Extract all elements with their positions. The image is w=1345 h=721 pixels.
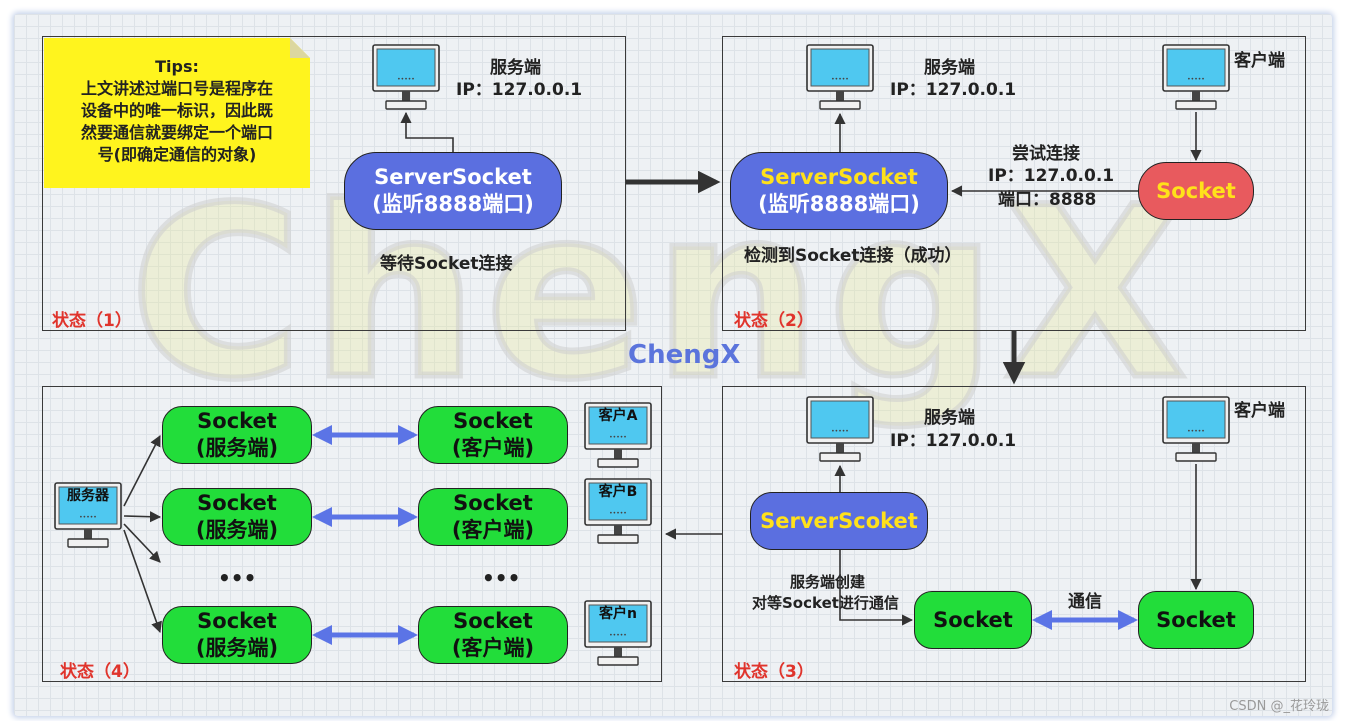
socket-name: Socket (197, 409, 277, 433)
socket-role: (客户端) (451, 636, 535, 660)
server-socket-listen: (监听8888端口) (372, 192, 534, 216)
tips-title: Tips: (155, 57, 199, 76)
create-note-line-2: 对等Socket进行通信 (752, 594, 899, 612)
client-socket-name: Socket (1156, 607, 1236, 632)
server-ip: IP：127.0.0.1 (890, 431, 1017, 451)
svg-text:•••••: ••••• (1187, 428, 1205, 435)
svg-text:•••••: ••••• (79, 514, 97, 521)
state-label-3: 状态（3） (734, 662, 814, 682)
ellipsis-left: ••• (218, 566, 257, 590)
p4-fanout-arrow-row-3 (123, 529, 162, 634)
server-label: 服务端 (490, 58, 541, 78)
server-label: 服务端 (924, 58, 975, 78)
socket-role: (服务端) (195, 436, 279, 460)
state-label-1: 状态（1） (52, 311, 132, 331)
tips-line: 号(即确定通信的对象) (97, 145, 257, 164)
attempt-ip-text: IP：127.0.0.1 (988, 166, 1115, 186)
tips-note: Tips: 上文讲述过端口号是程序在 设备中的唯一标识，因此既 然要通信就要绑定… (44, 38, 310, 188)
client-socket-node: Socket (1138, 162, 1254, 220)
server-socket-name: ServerSocket (374, 165, 532, 189)
socket-name: Socket (453, 491, 533, 515)
svg-text:•••••: ••••• (831, 76, 849, 83)
server-socket-name: ServerScoket (760, 508, 918, 533)
p1-socket-to-monitor-arrow (400, 111, 454, 152)
comm-label: 通信 (1068, 592, 1102, 612)
attempt-port-text: 端口：8888 (998, 190, 1097, 210)
server-peer-socket-name: Socket (933, 607, 1013, 632)
svg-text:•••••: ••••• (397, 76, 415, 83)
client-socket-node-row-3: Socket (客户端) (418, 606, 568, 664)
client-socket-node: Socket (1138, 591, 1254, 649)
attempt-connect-text: 尝试连接 (1012, 144, 1080, 164)
server-socket-node-row-3: Socket (服务端) (162, 606, 312, 664)
svg-text:•••••: ••••• (831, 428, 849, 435)
server-socket-listen: (监听8888端口) (758, 192, 920, 216)
svg-text:•••••: ••••• (609, 632, 627, 639)
server-socket-node: ServerScoket (750, 492, 928, 550)
footer-credit: CSDN @_花玲珑 (1229, 699, 1329, 714)
tips-line: 设备中的唯一标识，因此既 (80, 101, 273, 120)
p4-fanout-arrow-row-2 (123, 511, 162, 523)
create-note-line-1: 服务端创建 (790, 573, 866, 591)
socket-name: Socket (453, 409, 533, 433)
state-label-4: 状态（4） (60, 662, 140, 682)
panel-state-2 (722, 36, 1306, 331)
server-monitor-icon: ••••• (806, 44, 874, 112)
socket-role: (服务端) (195, 636, 279, 660)
panel-state-4 (42, 386, 662, 682)
client-monitor-icon-b: ••••• 客户B (584, 478, 652, 546)
client-socket-name: Socket (1156, 178, 1236, 203)
svg-text:•••••: ••••• (609, 510, 627, 517)
socket-name: Socket (453, 609, 533, 633)
tips-line: 然要通信就要绑定一个端口 (80, 123, 273, 142)
svg-text:•••••: ••••• (1187, 76, 1205, 83)
client-monitor-icon-a: ••••• 客户A (584, 402, 652, 470)
socket-role: (客户端) (451, 436, 535, 460)
server-label: 服务端 (924, 408, 975, 428)
socket-role: (客户端) (451, 518, 535, 542)
server-socket-node-row-1: Socket (服务端) (162, 406, 312, 464)
client-socket-node-row-2: Socket (客户端) (418, 488, 568, 546)
client-monitor-icon-n: ••••• 客户n (584, 600, 652, 668)
client-label: 客户端 (1234, 401, 1285, 421)
svg-text:•••••: ••••• (609, 434, 627, 441)
server-monitor-icon: ••••• (806, 396, 874, 464)
tips-line: 上文讲述过端口号是程序在 (80, 79, 273, 98)
server-monitor-label: 服务器 (67, 488, 109, 504)
detected-text: 检测到Socket连接（成功） (744, 246, 962, 266)
client-socket-node-row-1: Socket (客户端) (418, 406, 568, 464)
client-label: 客户端 (1234, 51, 1285, 71)
server-ip: IP：127.0.0.1 (456, 80, 583, 100)
client-monitor-icon: ••••• (1162, 396, 1230, 464)
server-monitor-icon: ••••• 服务器 (54, 482, 122, 550)
server-socket-node-row-2: Socket (服务端) (162, 488, 312, 546)
panel-state-3 (722, 386, 1306, 682)
socket-role: (服务端) (195, 518, 279, 542)
server-ip: IP：127.0.0.1 (890, 80, 1017, 100)
client-monitor-icon: ••••• (1162, 44, 1230, 112)
server-monitor-icon: ••••• (372, 44, 440, 112)
client-monitor-label: 客户A (598, 408, 638, 424)
socket-name: Socket (197, 491, 277, 515)
client-monitor-label: 客户n (599, 606, 637, 622)
center-title: ChengX (628, 340, 741, 370)
p4-fanout-arrow-row-1 (123, 435, 161, 507)
socket-name: Socket (197, 609, 277, 633)
waiting-text: 等待Socket连接 (380, 254, 513, 274)
server-peer-socket-node: Socket (914, 591, 1032, 649)
p3-create-peer-socket-arrow (839, 550, 914, 626)
ellipsis-right: ••• (482, 566, 521, 590)
server-socket-name: ServerSocket (760, 165, 918, 189)
client-monitor-label: 客户B (598, 484, 638, 500)
server-socket-node: ServerSocket (监听8888端口) (730, 152, 948, 230)
server-socket-node: ServerSocket (监听8888端口) (344, 152, 562, 230)
p4-fanout-arrow-ellipsis (123, 523, 161, 563)
state-label-2: 状态（2） (734, 311, 814, 331)
panel-state-1 (42, 36, 626, 331)
